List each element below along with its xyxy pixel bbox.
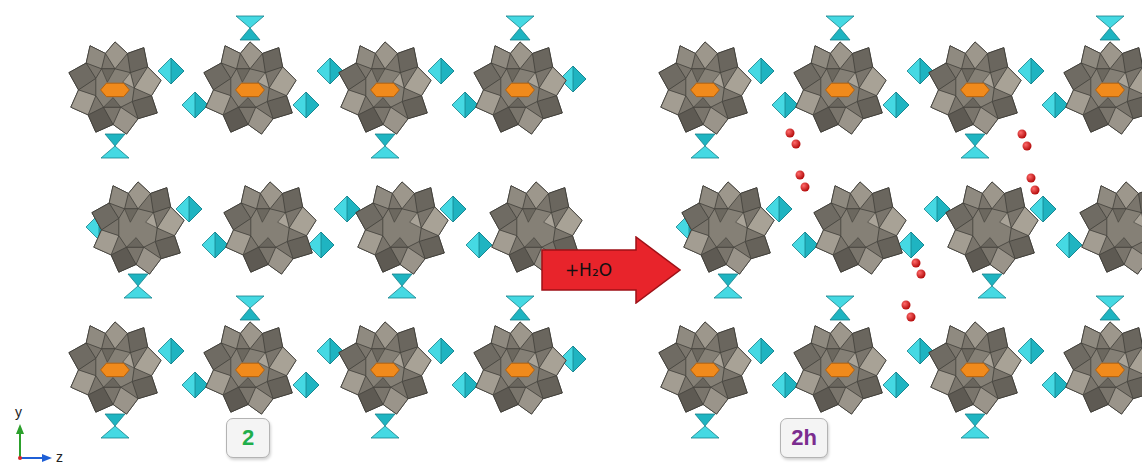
reaction-arrow: +H₂O	[541, 236, 681, 304]
compound-label: 2	[226, 418, 270, 458]
water-molecules	[786, 129, 1040, 322]
axis-label: y	[15, 404, 22, 420]
compound-number: 2	[242, 425, 254, 451]
structure-2h	[659, 16, 1142, 438]
arrow-text-area: +H₂O	[541, 250, 636, 290]
structure-2	[69, 16, 586, 438]
compound-label: 2h	[780, 418, 828, 458]
axis-label: z	[56, 449, 63, 465]
reagent-text: +H₂O	[565, 260, 612, 280]
axis-triad	[16, 424, 52, 462]
compound-number: 2h	[791, 425, 817, 451]
